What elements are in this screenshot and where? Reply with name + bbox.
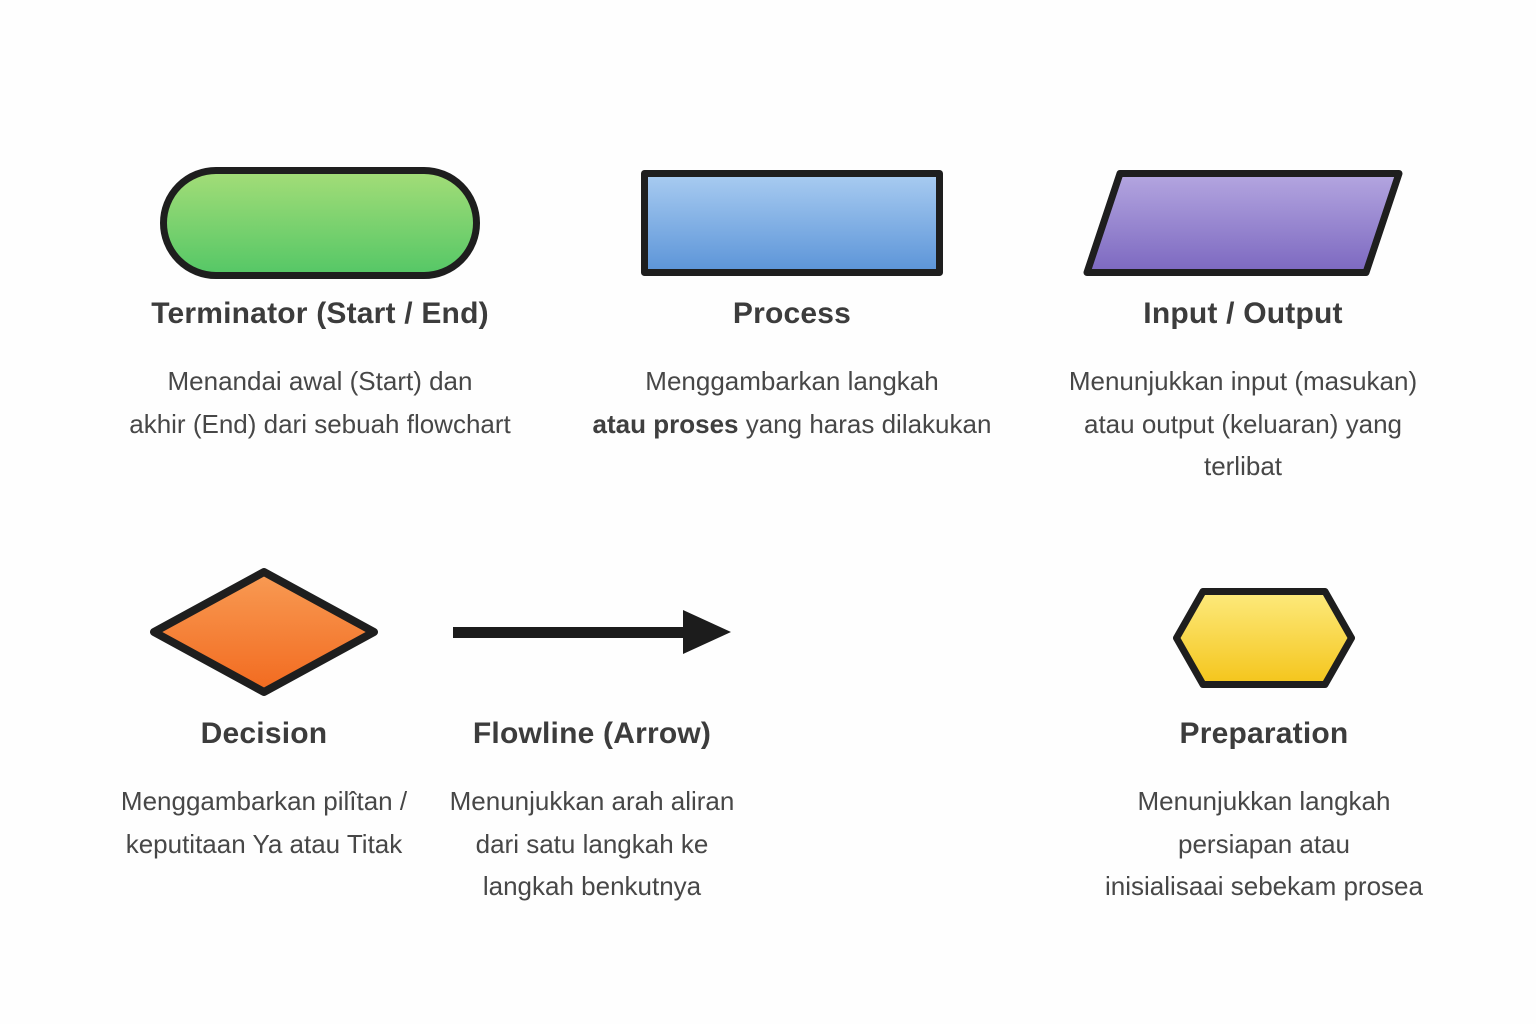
- process-title: Process: [732, 297, 852, 330]
- input-output-parallelogram-icon: [1083, 170, 1403, 276]
- decision-description: Menggambarkan pilîtan / keputitaan Ya at…: [64, 780, 464, 865]
- flowline-shape: [412, 564, 772, 700]
- flowline-card: Flowline (Arrow) Menunjukkan arah aliran…: [412, 564, 772, 908]
- preparation-shape: [1064, 564, 1464, 700]
- decision-card: Decision Menggambarkan pilîtan / keputit…: [64, 564, 464, 865]
- preparation-desc-line: inisialisaai sebekam prosea: [1105, 871, 1423, 901]
- flowline-title: Flowline (Arrow): [472, 717, 712, 750]
- terminator-description: Menandai awal (Start) dan akhir (End) da…: [70, 360, 570, 445]
- input-output-title: Input / Output: [1143, 297, 1343, 330]
- process-shape: [592, 166, 992, 280]
- input-output-desc-line: atau output (keluaran) yang: [1084, 408, 1402, 439]
- decision-diamond-icon: [150, 568, 378, 696]
- decision-shape: [64, 564, 464, 700]
- process-rectangle-icon: [641, 170, 943, 276]
- input-output-shape: [1036, 166, 1450, 280]
- decision-desc-line: Menggambarkan pilîtan /: [120, 786, 408, 816]
- process-desc-line: atau proses yang haras dilakukan: [592, 403, 992, 446]
- decision-title: Decision: [200, 717, 328, 750]
- terminator-desc-line: akhir (End) dari sebuah flowchart: [129, 408, 511, 439]
- terminator-shape: [70, 166, 570, 280]
- flowline-description: Menunjukkan arah aliran dari satu langka…: [412, 780, 772, 908]
- flowline-desc-line: Menunjukkan arah aliran: [449, 786, 735, 816]
- flowline-desc-line: dari satu langkah ke: [475, 828, 709, 859]
- process-desc-line: Menggambarkan langkah: [645, 366, 939, 396]
- input-output-card: Input / Output Menunjukkan input (masuka…: [1036, 166, 1450, 488]
- decision-desc-line: keputitaan Ya atau Titak: [125, 828, 403, 859]
- preparation-desc-line: Menunjukkan langkah: [1137, 786, 1391, 816]
- process-description: Menggambarkan langkah atau proses yang h…: [592, 360, 992, 445]
- flowline-arrow-icon: [453, 610, 731, 654]
- process-desc-bold: atau proses: [592, 408, 739, 439]
- process-card: Process Menggambarkan langkah atau prose…: [592, 166, 992, 445]
- preparation-card: Preparation Menunjukkan langkah persiapa…: [1064, 564, 1464, 908]
- terminator-pill-icon: [160, 167, 480, 279]
- input-output-desc-line: Menunjukkan input (masukan): [1068, 366, 1418, 396]
- preparation-description: Menunjukkan langkah persiapan atau inisi…: [1064, 780, 1464, 908]
- preparation-desc-line: persiapan atau: [1177, 828, 1351, 859]
- input-output-desc-line: terlibat: [1203, 451, 1283, 481]
- terminator-title: Terminator (Start / End): [151, 297, 489, 330]
- terminator-desc-line: Menandai awal (Start) dan: [167, 366, 473, 396]
- preparation-title: Preparation: [1179, 717, 1349, 750]
- preparation-hexagon-icon: [1173, 588, 1355, 688]
- terminator-card: Terminator (Start / End) Menandai awal (…: [70, 166, 570, 445]
- flowline-desc-line: langkah benkutnya: [482, 871, 702, 901]
- process-desc-rest: yang haras dilakukan: [738, 408, 992, 439]
- input-output-description: Menunjukkan input (masukan) atau output …: [1036, 360, 1450, 488]
